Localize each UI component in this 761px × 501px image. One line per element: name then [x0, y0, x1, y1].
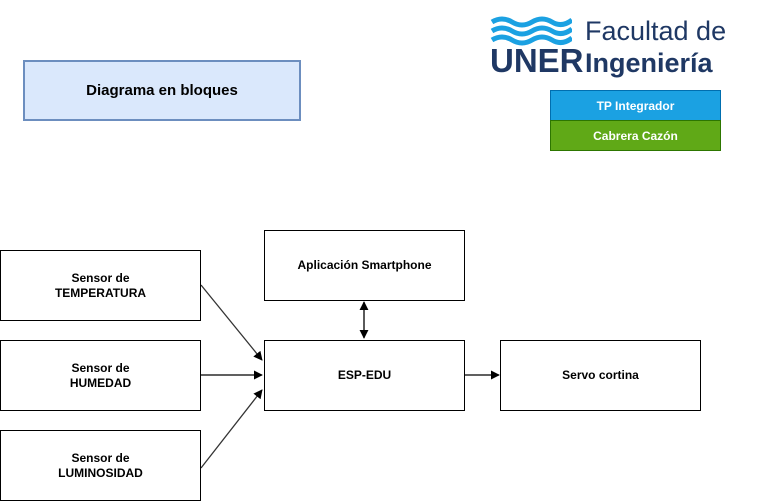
node-servo-cortina: Servo cortina	[500, 340, 701, 411]
node-esp-edu: ESP-EDU	[264, 340, 465, 411]
edge-lum-esp	[200, 389, 263, 469]
logo-line-1: Facultad de	[585, 16, 727, 46]
node-sensor-humedad: Sensor de HUMEDAD	[0, 340, 201, 411]
tag-author: Cabrera Cazón	[550, 120, 721, 151]
node-sensor-luminosidad: Sensor de LUMINOSIDAD	[0, 430, 201, 501]
tag-tp-integrador: TP Integrador	[550, 90, 721, 121]
waves-logo-icon	[490, 16, 572, 46]
node-app-smartphone: Aplicación Smartphone	[264, 230, 465, 301]
diagram-title: Diagrama en bloques	[23, 60, 301, 121]
logo-line-2: Ingeniería	[585, 48, 713, 78]
edge-temp-esp	[200, 284, 263, 361]
logo-brand: UNER	[490, 42, 584, 79]
node-sensor-temperatura: Sensor de TEMPERATURA	[0, 250, 201, 321]
